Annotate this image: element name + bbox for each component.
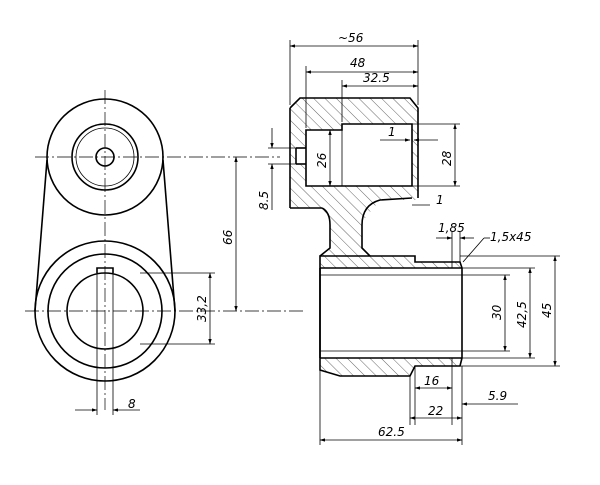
dim-8: 8 xyxy=(128,397,136,411)
dim-42-5: 42,5 xyxy=(515,301,529,328)
section-view xyxy=(289,97,463,377)
dim-28: 28 xyxy=(440,150,454,166)
left-tangent xyxy=(34,159,48,312)
dim-32-5: 32.5 xyxy=(363,71,390,85)
dim-30: 30 xyxy=(490,304,504,320)
dim-1-85: 1,85 xyxy=(438,221,465,235)
right-tangent xyxy=(162,159,176,312)
dim-5-9: 5.9 xyxy=(488,389,507,403)
dim-22: 22 xyxy=(428,404,443,418)
dim-approx-56: ~56 xyxy=(338,31,364,45)
dimensions: ~56 48 32.5 1 26 28 8.5 66 1 xyxy=(75,31,560,445)
dim-66: 66 xyxy=(221,229,235,245)
dim-26: 26 xyxy=(315,152,329,168)
dim-1-top: 1 xyxy=(388,125,396,139)
dim-62-5: 62.5 xyxy=(378,425,405,439)
front-view xyxy=(25,90,305,410)
dim-1-right: 1 xyxy=(436,193,444,207)
dim-chamfer: 1,5x45 xyxy=(490,230,531,244)
dim-8-5: 8.5 xyxy=(257,191,271,210)
dim-45: 45 xyxy=(540,303,554,318)
dim-48: 48 xyxy=(350,56,366,70)
dim-16: 16 xyxy=(424,374,440,388)
dim-33-2: 33,2 xyxy=(195,295,209,322)
